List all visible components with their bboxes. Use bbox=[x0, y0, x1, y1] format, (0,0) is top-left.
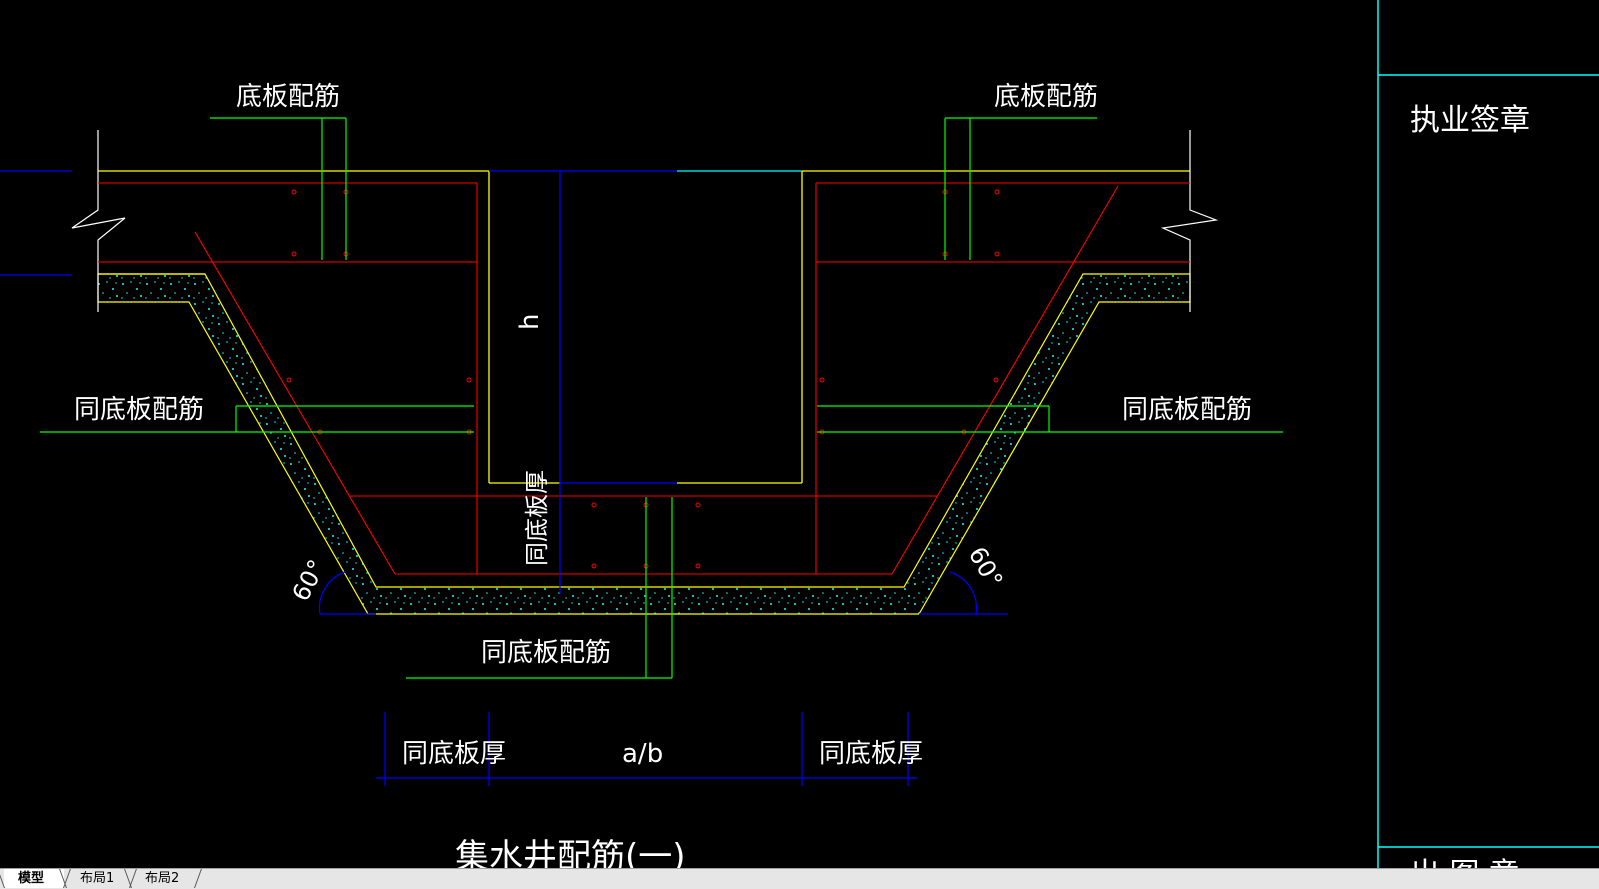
label-bottom-slab-reinf-left: 底板配筋 bbox=[236, 82, 340, 112]
label-dim-same-thickness-right: 同底板厚 bbox=[819, 739, 923, 769]
label-angle-right: 60° bbox=[963, 542, 1009, 593]
cad-drawing[interactable]: 底板配筋 底板配筋 同底板配筋 同底板配筋 同底板配筋 h 同底板厚 同底板厚 … bbox=[0, 0, 1599, 868]
layout-tab-bar: 模型 布局1 布局2 bbox=[0, 868, 1599, 889]
label-same-reinf-right: 同底板配筋 bbox=[1122, 395, 1252, 425]
drawing-title: 集水井配筋(一) bbox=[455, 837, 686, 868]
label-depth-h: h bbox=[515, 314, 545, 330]
title-block-signature-label: 执业签章 bbox=[1410, 103, 1530, 138]
rebar-dots bbox=[286, 189, 1000, 569]
pit-outline bbox=[98, 170, 1190, 484]
tab-model[interactable]: 模型 bbox=[4, 869, 64, 888]
label-angle-left: 60° bbox=[287, 555, 332, 606]
label-bottom-slab-reinf-right: 底板配筋 bbox=[994, 82, 1098, 112]
model-space-viewport[interactable]: 底板配筋 底板配筋 同底板配筋 同底板配筋 同底板配筋 h 同底板厚 同底板厚 … bbox=[0, 0, 1599, 868]
title-block-frame bbox=[1377, 0, 1599, 868]
tab-layout2[interactable]: 布局2 bbox=[131, 869, 195, 888]
label-dim-ab: a/b bbox=[622, 739, 663, 769]
label-same-thickness-vertical: 同底板厚 bbox=[523, 470, 551, 566]
title-block-bottom-label: 出 图 章 bbox=[1410, 857, 1519, 868]
leader-lines bbox=[40, 117, 1283, 679]
concrete-cushion bbox=[97, 273, 1191, 615]
tab-layout1[interactable]: 布局1 bbox=[66, 869, 130, 888]
label-same-reinf-bottom: 同底板配筋 bbox=[481, 638, 611, 668]
label-dim-same-thickness-left: 同底板厚 bbox=[402, 739, 506, 769]
break-lines bbox=[71, 130, 1219, 312]
dimension-lines bbox=[0, 170, 1008, 786]
rebar-lines bbox=[98, 182, 1190, 575]
label-same-reinf-left: 同底板配筋 bbox=[74, 395, 204, 425]
